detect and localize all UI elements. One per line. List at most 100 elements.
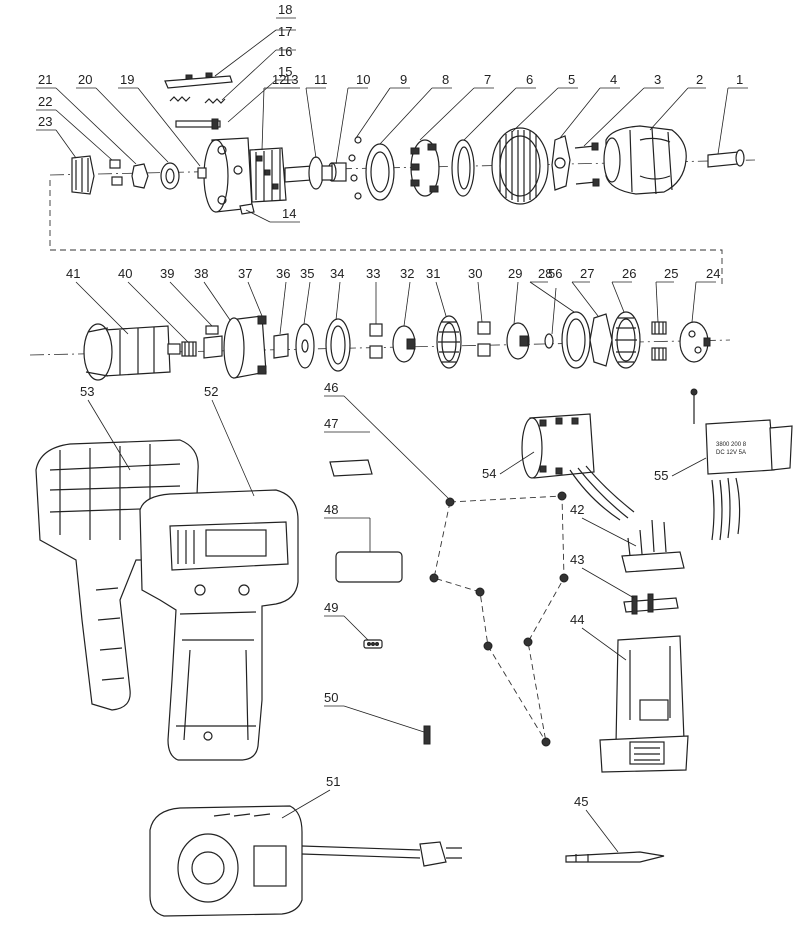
label-42: 42 — [570, 502, 584, 517]
label-52: 52 — [204, 384, 218, 399]
label-32: 32 — [400, 266, 414, 281]
part-51-charger — [149, 805, 462, 917]
label-31: 31 — [426, 266, 440, 281]
part-24-carrier — [679, 321, 711, 363]
part-26-ring-gear — [611, 311, 641, 369]
label-49: 49 — [324, 600, 338, 615]
part-37-motor-plate — [223, 315, 267, 379]
label-16: 16 — [278, 44, 292, 59]
part-15-gearbox-shell — [203, 137, 253, 213]
label-44: 44 — [570, 612, 584, 627]
part-41-motor — [83, 323, 181, 381]
leader-42 — [581, 517, 637, 547]
label-43: 43 — [570, 552, 584, 567]
part-50-clip — [423, 725, 431, 745]
part-2-chuck — [603, 125, 687, 195]
label-21: 21 — [38, 72, 52, 87]
part-1-pin — [707, 149, 745, 168]
label-39: 39 — [160, 266, 174, 281]
part-25-planet-gears — [651, 321, 667, 361]
label-6: 6 — [526, 72, 533, 87]
part-36-bracket — [273, 333, 289, 359]
leader-54 — [499, 451, 535, 475]
label-25: 25 — [664, 266, 678, 281]
label-9: 9 — [400, 72, 407, 87]
part-9-ring — [365, 143, 395, 201]
part-33-planet-gears — [369, 323, 383, 359]
leader-52 — [211, 399, 255, 497]
label-28: 28 — [538, 266, 552, 281]
label-15: 15 — [278, 64, 292, 79]
part-22-washer — [109, 159, 123, 186]
label-53: 53 — [80, 384, 94, 399]
label-29: 29 — [508, 266, 522, 281]
part-39-spacer — [205, 325, 219, 335]
label-19: 19 — [120, 72, 134, 87]
part-35-washer — [295, 323, 315, 369]
part-29-carrier — [506, 322, 530, 360]
part-46-screw-pattern — [429, 491, 569, 747]
label-23: 23 — [38, 114, 52, 129]
label-1: 1 — [736, 72, 743, 87]
part-48-label — [335, 551, 403, 583]
part-28-ring — [561, 311, 591, 369]
label-11: 11 — [314, 72, 328, 87]
label-26: 26 — [622, 266, 636, 281]
row2-leader-lines — [75, 281, 716, 343]
part-49-led — [363, 639, 383, 649]
part-52-right-housing — [139, 489, 299, 761]
part-23-knob — [71, 155, 95, 195]
leader-55 — [671, 457, 707, 477]
part-12-spindle — [284, 156, 333, 190]
part-43-bracket — [623, 593, 679, 615]
label-30: 30 — [468, 266, 482, 281]
part-47-badge — [329, 459, 373, 477]
part-27-plate — [589, 313, 613, 367]
part-56-washer — [544, 333, 554, 349]
part-40-pinion — [181, 341, 197, 357]
row1-leader-lines — [36, 17, 748, 223]
part-19-pin — [197, 167, 207, 179]
part-31-ring-gear — [436, 315, 462, 369]
label-24: 24 — [706, 266, 720, 281]
part-32-carrier — [392, 325, 416, 363]
label-36: 36 — [276, 266, 290, 281]
label-13: 13 — [284, 72, 298, 87]
label-12: 12 — [272, 72, 286, 87]
label-10: 10 — [356, 72, 370, 87]
label-47: 47 — [324, 416, 338, 431]
part-4-plate — [551, 135, 571, 191]
label-37: 37 — [238, 266, 252, 281]
label-4: 4 — [610, 72, 617, 87]
part-16-rod — [175, 118, 221, 130]
leader-51 — [281, 789, 331, 819]
label-54: 54 — [482, 466, 496, 481]
label-48: 48 — [324, 502, 338, 517]
leader-53 — [87, 399, 131, 471]
label-56: 56 — [548, 266, 562, 281]
label-27: 27 — [580, 266, 594, 281]
leader-49b — [343, 615, 369, 641]
label-2: 2 — [696, 72, 703, 87]
label-40: 40 — [118, 266, 132, 281]
part-17-springs — [169, 96, 226, 104]
label-18: 18 — [278, 2, 292, 17]
label-33: 33 — [366, 266, 380, 281]
label-35: 35 — [300, 266, 314, 281]
label-41: 41 — [66, 266, 80, 281]
label-8: 8 — [442, 72, 449, 87]
label-5: 5 — [568, 72, 575, 87]
label-7: 7 — [484, 72, 491, 87]
label-22: 22 — [38, 94, 52, 109]
label-34: 34 — [330, 266, 344, 281]
leader-50b — [343, 705, 425, 733]
part-34-ring-gear — [325, 318, 351, 372]
label-55: 55 — [654, 468, 668, 483]
part-30-planet-gears — [477, 321, 491, 357]
label-46: 46 — [324, 380, 338, 395]
part-5-clutch-ring — [491, 127, 549, 205]
label-17: 17 — [278, 24, 292, 39]
leader-46b — [343, 395, 449, 499]
